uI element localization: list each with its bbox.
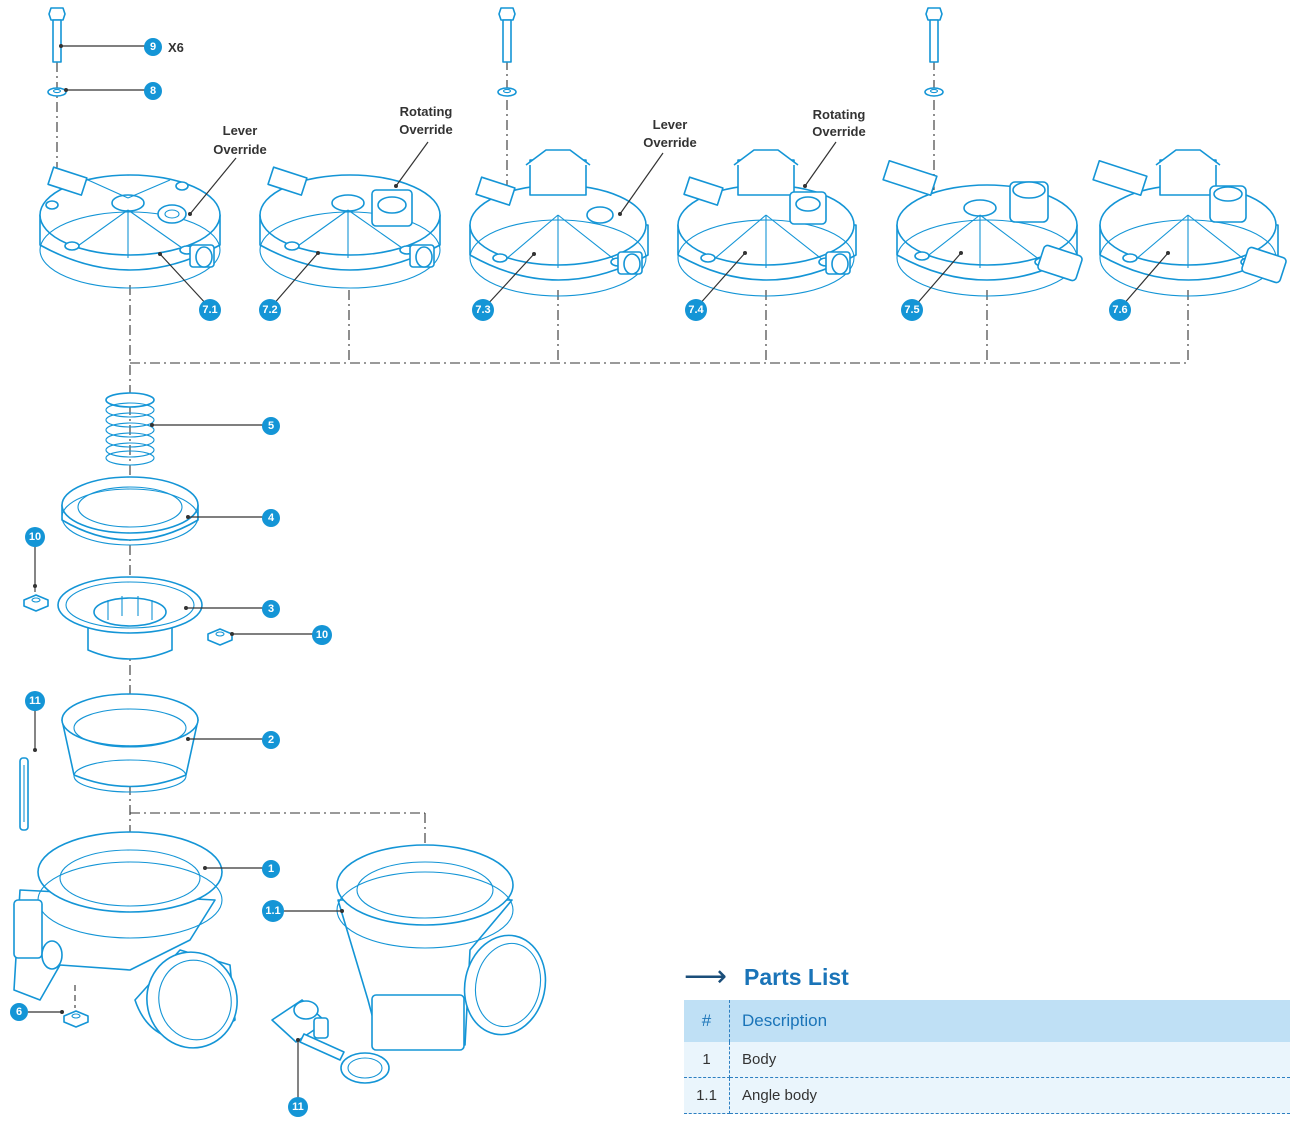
callout-7-5: 7.5 bbox=[901, 299, 923, 321]
svg-text:9: 9 bbox=[150, 41, 156, 53]
part-description-cell: Body bbox=[729, 1042, 1290, 1078]
washer-part-8 bbox=[924, 87, 944, 97]
parts-list: ⟶ Parts List # Description 1 Body 1.1 An… bbox=[684, 960, 1290, 1114]
quantity-multiplier: X6 bbox=[168, 40, 184, 55]
svg-text:Override: Override bbox=[213, 142, 266, 157]
cover-7-6 bbox=[1092, 149, 1287, 297]
callout-7-1: 7.1 bbox=[199, 299, 221, 321]
bolt-part-9 bbox=[925, 7, 943, 63]
svg-text:7.6: 7.6 bbox=[1112, 304, 1127, 316]
nut-part-10 bbox=[23, 594, 49, 612]
callout-7-3: 7.3 bbox=[472, 299, 494, 321]
svg-text:4: 4 bbox=[268, 512, 275, 524]
column-header-number: # bbox=[684, 1000, 730, 1042]
parts-list-title-row: ⟶ Parts List bbox=[684, 960, 1290, 994]
pin-part-11 bbox=[19, 757, 29, 831]
svg-text:10: 10 bbox=[29, 531, 41, 543]
svg-text:Override: Override bbox=[399, 122, 452, 137]
callout-11: 11 bbox=[288, 1097, 308, 1117]
table-row: 1 Body bbox=[684, 1042, 1290, 1078]
table-row: 1.1 Angle body bbox=[684, 1077, 1290, 1114]
callout-7-2: 7.2 bbox=[259, 299, 281, 321]
svg-text:3: 3 bbox=[268, 603, 274, 615]
svg-text:Rotating: Rotating bbox=[813, 107, 866, 122]
svg-text:11: 11 bbox=[292, 1101, 304, 1113]
spring-part-5 bbox=[105, 392, 155, 466]
bolt-part-9 bbox=[48, 7, 66, 63]
lever-override-note: Lever Override bbox=[643, 117, 696, 150]
svg-text:1.1: 1.1 bbox=[265, 905, 280, 917]
callout-10: 10 bbox=[25, 527, 45, 547]
bolt-part-9 bbox=[498, 7, 516, 63]
callout-leaders bbox=[28, 44, 1170, 1098]
svg-text:Override: Override bbox=[643, 135, 696, 150]
parts-table-header: # Description bbox=[684, 1000, 1290, 1042]
callout-7-6: 7.6 bbox=[1109, 299, 1131, 321]
svg-text:Lever: Lever bbox=[223, 123, 258, 138]
svg-text:7.5: 7.5 bbox=[904, 304, 919, 316]
callout-5: 5 bbox=[262, 417, 280, 435]
nut-part-6 bbox=[63, 1010, 89, 1028]
angle-body-part-1-1 bbox=[336, 844, 547, 1051]
svg-text:7.3: 7.3 bbox=[475, 304, 490, 316]
part-number-cell: 1 bbox=[684, 1042, 730, 1078]
callout-4: 4 bbox=[262, 509, 280, 527]
part-number-cell: 1.1 bbox=[684, 1077, 730, 1114]
cover-7-1 bbox=[39, 166, 221, 289]
cover-7-2 bbox=[259, 166, 441, 289]
cover-7-3 bbox=[469, 149, 649, 297]
washer-part-8 bbox=[47, 87, 67, 97]
svg-text:11: 11 bbox=[29, 695, 41, 707]
callout-6: 6 bbox=[10, 1003, 28, 1021]
callout-7-4: 7.4 bbox=[685, 299, 707, 321]
svg-text:7.2: 7.2 bbox=[262, 304, 277, 316]
svg-text:7.1: 7.1 bbox=[202, 304, 217, 316]
callout-10: 10 bbox=[312, 625, 332, 645]
rotating-override-note: Rotating Override bbox=[399, 104, 452, 137]
callout-1-1: 1.1 bbox=[262, 900, 284, 922]
svg-text:2: 2 bbox=[268, 734, 274, 746]
cover-7-4 bbox=[677, 149, 857, 297]
callout-2: 2 bbox=[262, 731, 280, 749]
svg-text:8: 8 bbox=[150, 85, 156, 97]
cover-7-5 bbox=[882, 159, 1083, 297]
callout-9: 9 bbox=[144, 38, 162, 56]
cap-part-11 bbox=[271, 999, 390, 1084]
ring-part-4 bbox=[61, 476, 199, 546]
callout-8: 8 bbox=[144, 82, 162, 100]
right-arrow-icon: ⟶ bbox=[684, 960, 728, 993]
svg-text:10: 10 bbox=[316, 629, 328, 641]
lever-override-note: Lever Override bbox=[213, 123, 266, 157]
parts-table: # Description 1 Body 1.1 Angle body bbox=[684, 1000, 1290, 1114]
svg-text:5: 5 bbox=[268, 420, 274, 432]
seat-part-2 bbox=[61, 693, 199, 793]
svg-text:Override: Override bbox=[812, 124, 865, 139]
washer-part-8 bbox=[497, 87, 517, 97]
body-part-1 bbox=[13, 831, 238, 1049]
rotating-override-note: Rotating Override bbox=[812, 107, 865, 139]
parts-list-title: Parts List bbox=[744, 963, 849, 990]
callout-1: 1 bbox=[262, 860, 280, 878]
svg-text:7.4: 7.4 bbox=[688, 304, 704, 316]
callout-3: 3 bbox=[262, 600, 280, 618]
nut-part-10 bbox=[207, 628, 233, 646]
svg-text:Lever: Lever bbox=[653, 117, 688, 132]
callout-11: 11 bbox=[25, 691, 45, 711]
svg-text:1: 1 bbox=[268, 863, 274, 875]
svg-text:6: 6 bbox=[16, 1006, 22, 1018]
part-description-cell: Angle body bbox=[729, 1077, 1290, 1114]
column-header-description: Description bbox=[729, 1000, 1290, 1042]
diaphragm-part-3 bbox=[57, 576, 203, 660]
svg-text:Rotating: Rotating bbox=[400, 104, 453, 119]
